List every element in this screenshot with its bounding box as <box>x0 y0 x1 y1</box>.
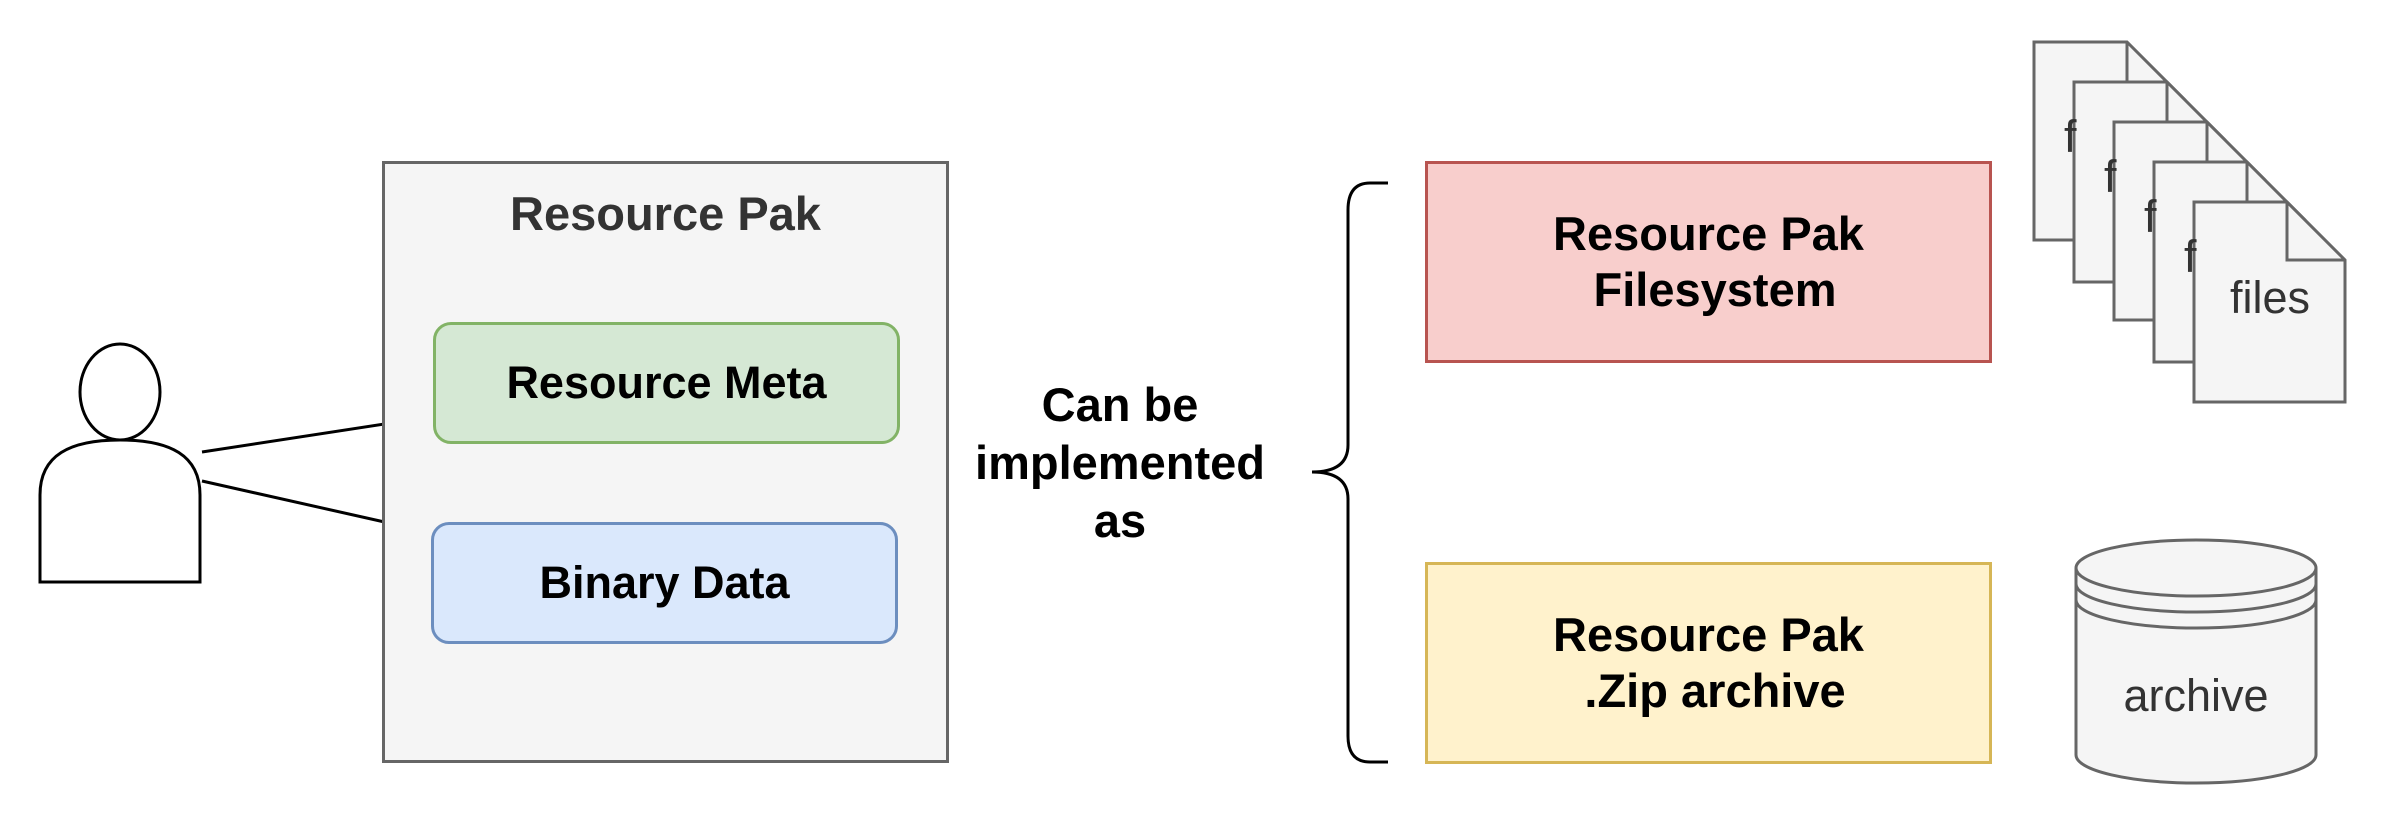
resource-pak-title: Resource Pak <box>510 187 821 240</box>
archive-icon-label: archive <box>2123 670 2269 721</box>
filesystem-impl-node: Resource Pak Filesystem <box>1425 161 1992 363</box>
binary-data-node: Binary Data <box>431 522 898 644</box>
user-icon <box>38 342 202 584</box>
files-stack-partial-labels: f f f f <box>2064 111 2197 282</box>
files-icon-label: files <box>2229 272 2311 323</box>
archive-cylinder-icon <box>2074 538 2318 785</box>
resource-pak-container <box>382 161 949 763</box>
curly-brace <box>1311 181 1388 764</box>
files-stack-icon <box>2032 40 2347 404</box>
resource-meta-node: Resource Meta <box>433 322 900 444</box>
zip-impl-node: Resource Pak .Zip archive <box>1425 562 1992 764</box>
svg-text:f: f <box>2144 191 2157 242</box>
svg-text:f: f <box>2104 151 2117 202</box>
relation-label: Can be implemented as <box>975 378 1265 547</box>
binary-data-label: Binary Data <box>539 557 790 608</box>
zip-impl-label: Resource Pak .Zip archive <box>1553 608 1864 717</box>
svg-text:f: f <box>2184 231 2197 282</box>
resource-meta-label: Resource Meta <box>506 357 827 408</box>
svg-text:f: f <box>2064 111 2077 162</box>
filesystem-impl-label: Resource Pak Filesystem <box>1553 207 1864 316</box>
